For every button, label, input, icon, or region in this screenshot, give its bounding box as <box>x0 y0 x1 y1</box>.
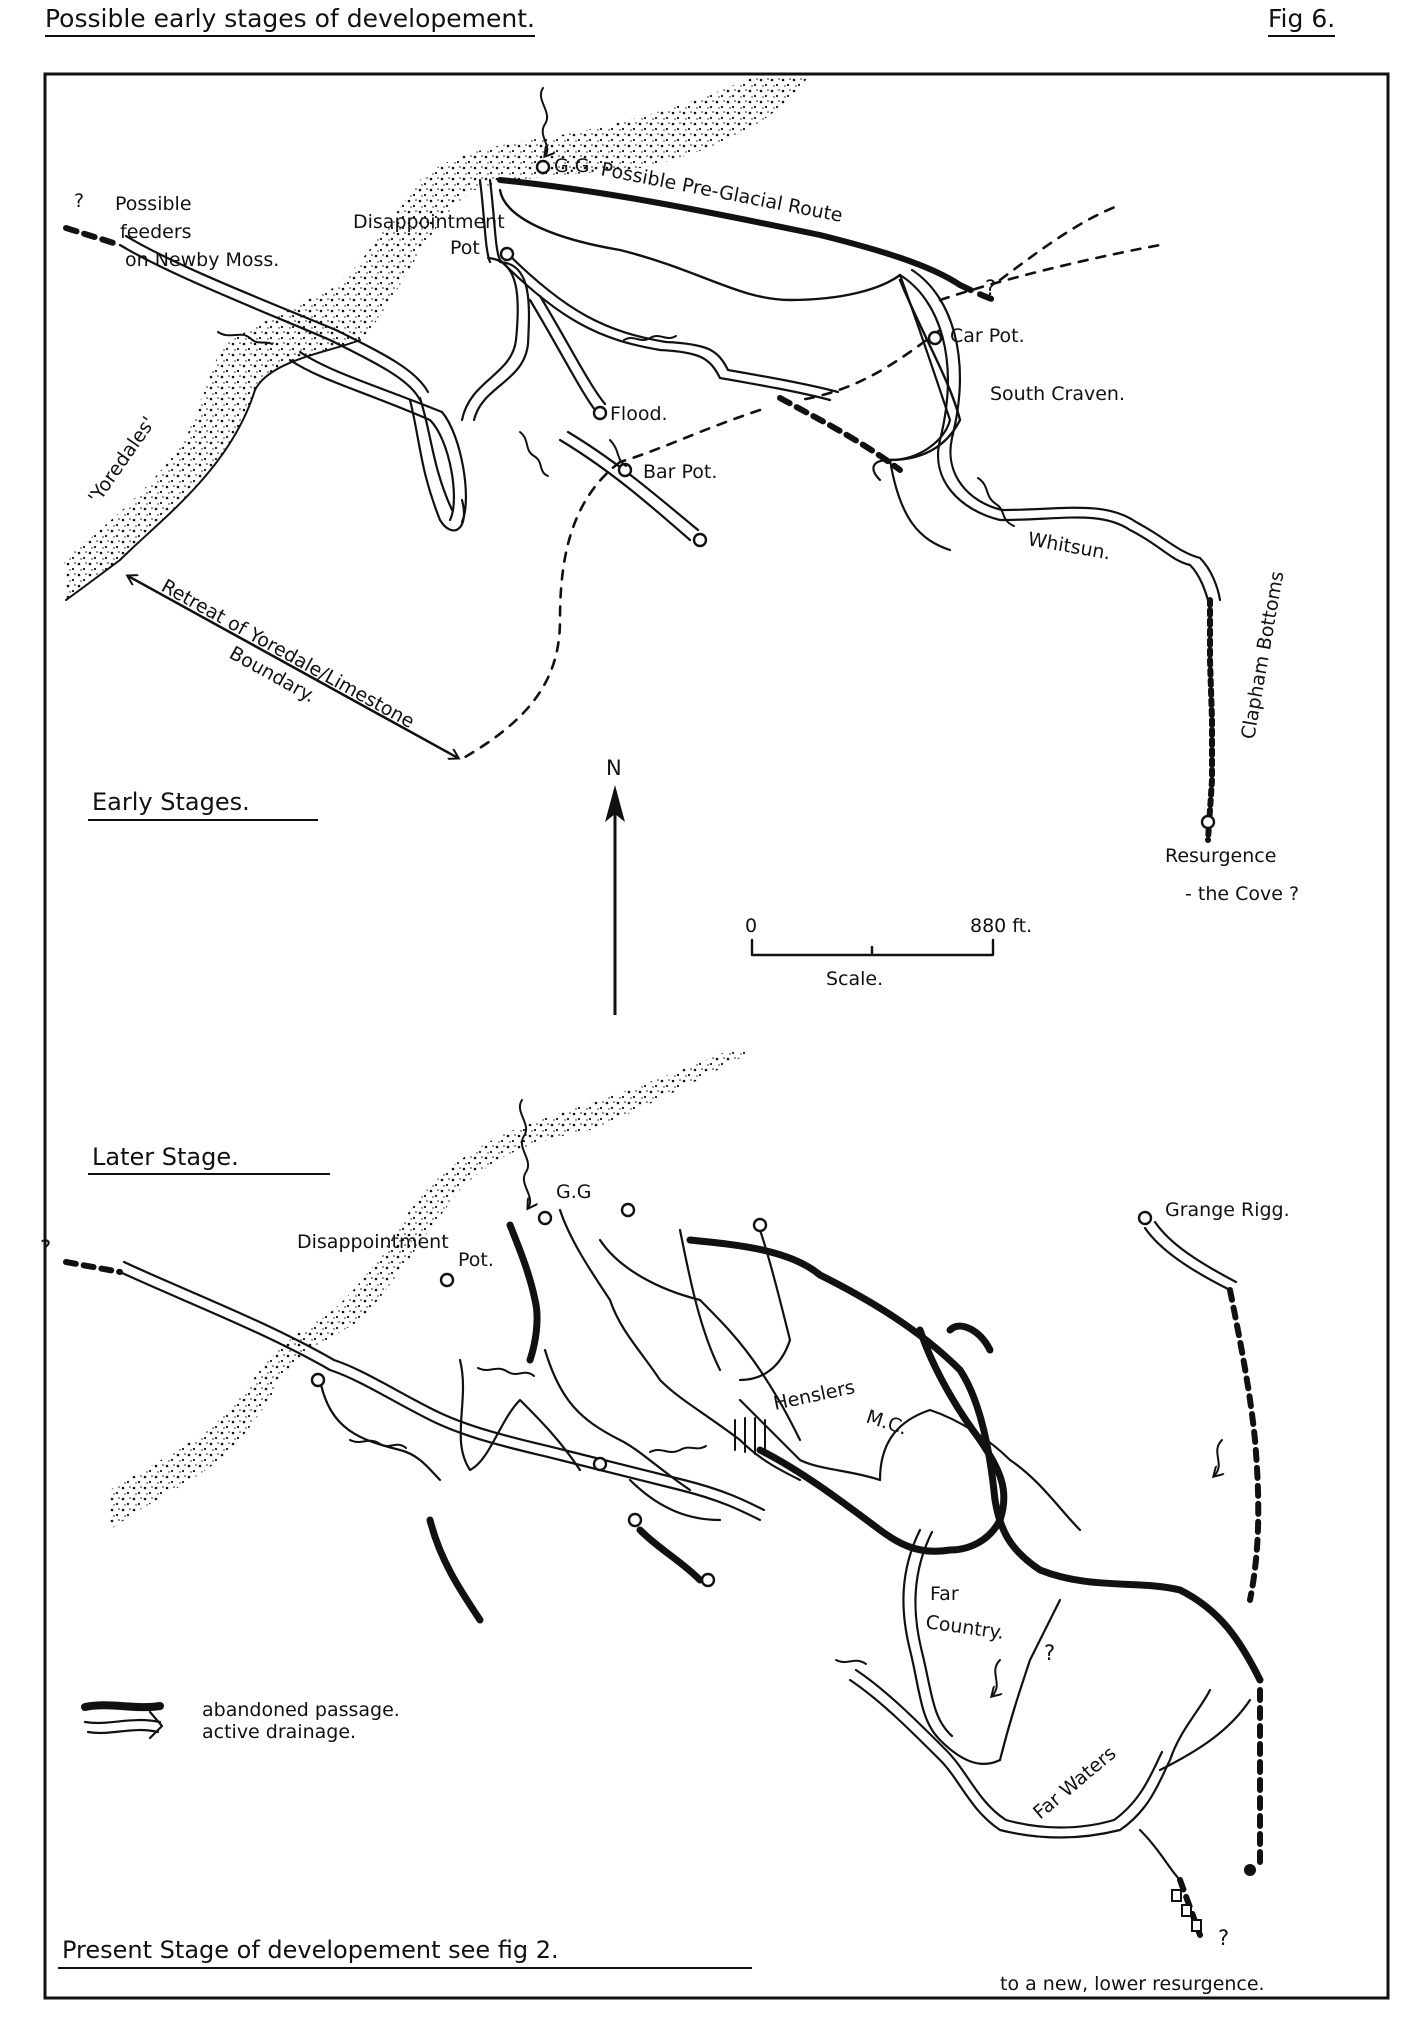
present-stage-note: Present Stage of developement see fig 2. <box>62 1936 559 1964</box>
grange-rigg-label: Grange Rigg. <box>1165 1199 1290 1221</box>
north-arrow: N <box>605 756 625 1015</box>
retreat-label-1: Retreat of Yoredale/Limestone <box>158 575 419 733</box>
early-stages-title: Early Stages. <box>92 788 250 816</box>
south-craven-label: South Craven. <box>990 383 1125 405</box>
early-disappointment-pot-label: Pot <box>450 237 480 259</box>
far-country-question: ? <box>1044 1641 1055 1665</box>
far-country-label-2: Country. <box>924 1611 1005 1644</box>
scale-zero-label: 0 <box>745 915 757 937</box>
resurgence-label-1: Resurgence <box>1165 845 1276 867</box>
figure-number: Fig 6. <box>1268 4 1336 37</box>
far-waters-label: Far Waters <box>1029 1742 1120 1824</box>
legend-abandoned-swatch <box>81 1701 164 1712</box>
later-stipple-band <box>110 1050 755 1530</box>
bar-pot-label: Bar Pot. <box>643 461 717 483</box>
yoredale-stipple-band <box>64 74 810 600</box>
figure-frame <box>43 72 1390 2000</box>
early-feeders-label-3: on Newby Moss. <box>125 249 279 271</box>
whitsun-label: Whitsun. <box>1026 528 1112 564</box>
legend-active-label: active drainage. <box>202 1721 356 1743</box>
early-feeders-label-2: feeders <box>120 221 192 243</box>
later-feeders-question: ? <box>40 1236 51 1260</box>
early-stages-map: ? Possible feeders on Newby Moss. Disapp… <box>63 74 1299 905</box>
new-resurgence-label: to a new, lower resurgence. <box>1000 1973 1265 1995</box>
far-country-label-1: Far <box>930 1583 959 1605</box>
clapham-bottoms-label: Clapham Bottoms <box>1237 570 1288 741</box>
later-resurgence-question: ? <box>1218 1926 1229 1950</box>
north-arrow-icon <box>605 785 625 822</box>
legend-abandoned-label: abandoned passage. <box>202 1699 400 1721</box>
early-disappointment-label: Disappointment <box>353 211 505 233</box>
north-label: N <box>606 756 622 780</box>
car-pot-label: Car Pot. <box>950 325 1025 347</box>
preglacial-route <box>497 177 963 288</box>
scale-title: Scale. <box>826 968 883 990</box>
henslers-label-2: M.C. <box>863 1406 910 1440</box>
later-disappointment-label: Disappointment <box>297 1231 449 1253</box>
figure-title: Possible early stages of developement. <box>45 4 535 37</box>
scale-max-label: 880 ft. <box>970 915 1032 937</box>
later-stage-map: Later Stage. G.G Disappointment Pot. ? G… <box>40 1050 1290 1995</box>
flood-label: Flood. <box>610 403 668 425</box>
early-feeders-label-1: Possible <box>115 193 192 215</box>
resurgence-label-2: - the Cove ? <box>1185 883 1299 905</box>
passage-newby-feeder <box>118 243 422 402</box>
later-gg-label: G.G <box>556 1181 592 1203</box>
later-pot-label: Pot. <box>458 1249 494 1271</box>
henslers-label-1: Henslers <box>771 1376 856 1415</box>
early-route-question: ? <box>985 276 996 300</box>
later-stage-title: Later Stage. <box>92 1143 239 1171</box>
early-feeders-question: ? <box>74 190 84 212</box>
legend-active-swatch <box>83 1710 164 1740</box>
early-gg-label: G.G. <box>554 155 596 177</box>
scale-bar: 0 880 ft. Scale. <box>745 915 1032 990</box>
legend: abandoned passage. active drainage. <box>81 1699 400 1743</box>
